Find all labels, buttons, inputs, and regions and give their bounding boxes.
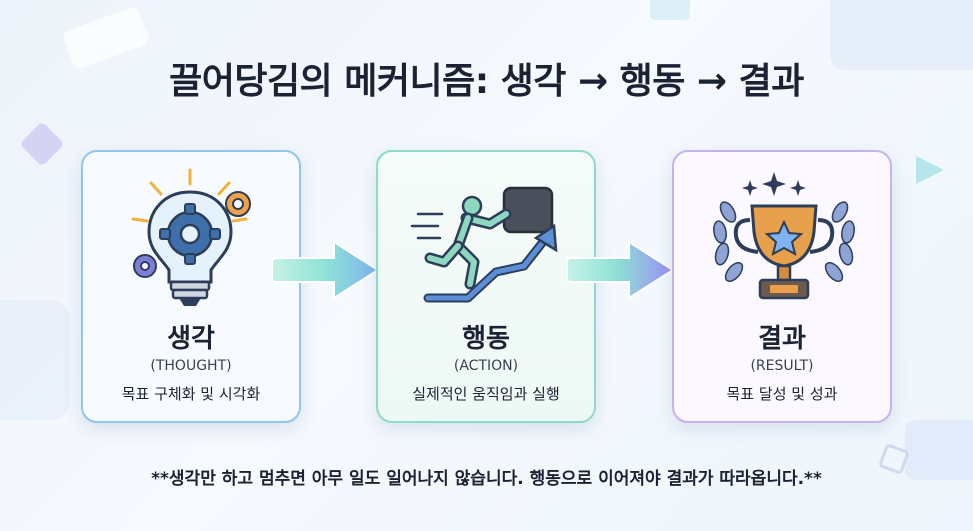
result-description: 목표 달성 및 성과	[726, 385, 838, 403]
page-title: 끌어당김의 메커니즘: 생각 → 행동 → 결과	[169, 61, 804, 102]
thought-card: 생각 (THOUGHT) 목표 구체화 및 시각화	[81, 150, 301, 423]
result-subtitle: (RESULT)	[750, 358, 814, 374]
right-arrow-icon	[272, 240, 380, 300]
footer-note: **생각만 하고 멈추면 아무 일도 일어나지 않습니다. 행동으로 이어져야 …	[151, 469, 822, 489]
action-title: 행동	[462, 324, 510, 354]
thought-description: 목표 구체화 및 시각화	[121, 385, 261, 403]
right-arrow-icon	[567, 240, 675, 300]
running-person-icon	[410, 186, 558, 303]
action-description: 실제적인 움직임과 실행	[412, 385, 560, 403]
action-subtitle: (ACTION)	[453, 358, 519, 374]
thought-subtitle: (THOUGHT)	[150, 358, 232, 374]
trophy-icon	[713, 172, 855, 300]
result-card: 결과 (RESULT) 목표 달성 및 성과	[672, 150, 892, 423]
lightbulb-gear-icon	[131, 168, 251, 306]
thought-title: 생각	[167, 324, 215, 354]
action-card: 행동 (ACTION) 실제적인 움직임과 실행	[376, 150, 596, 423]
result-title: 결과	[758, 324, 806, 354]
